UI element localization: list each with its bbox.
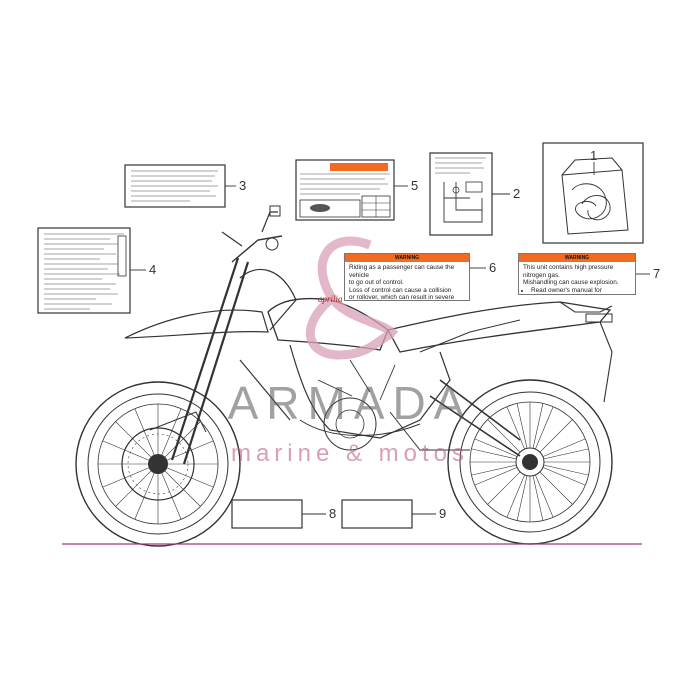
front-fairing [124,269,297,339]
decal-label-3 [124,164,226,208]
warning-7-header: WARNING [519,254,635,262]
decal-label-9 [341,499,413,529]
warning-6-line: or rollover, which can result in severe … [349,294,455,301]
warning-6-line: Loss of control can cause a collision [349,286,452,294]
callout-9: 9 [439,506,447,521]
callout-1: 1 [590,148,598,163]
front-wheel [75,381,241,547]
warning-6-header: WARNING [345,254,469,262]
callout-6: 6 [489,260,497,275]
warning-7-bullets: Read owner's manual for instructions.Do … [523,287,631,294]
warning-7-line: Mishandling can cause explosion. [523,279,619,287]
callout-4: 4 [149,262,157,277]
callout-5: 5 [411,178,419,193]
decal-label-5 [295,159,395,221]
callout-3: 3 [239,178,247,193]
decal-label-4 [37,227,131,314]
callout-7: 7 [653,266,661,281]
warning-6-line: to go out of control. [349,279,404,287]
warning-6-text: Riding as a passenger can cause the vehi… [345,262,469,301]
warning-7-line: This unit contains high pressure nitroge… [523,264,614,279]
warning-label-6: WARNING Riding as a passenger can cause … [344,253,470,301]
decal-label-2 [429,152,493,236]
tank-logo: aprilia [318,294,343,304]
callout-2: 2 [513,186,521,201]
bodywork [239,297,613,457]
warning-7-bullet: Read owner's manual for instructions. [531,287,631,294]
watermark-logo [305,236,399,360]
callout-8: 8 [329,506,337,521]
leader-lines [130,162,650,515]
decal-kit-1 [542,142,644,244]
decal-label-8 [231,499,303,529]
warning-label-7: WARNING This unit contains high pressure… [518,253,636,295]
front-fork [149,205,283,465]
warning-7-text: This unit contains high pressure nitroge… [519,262,635,294]
warning-6-line: Riding as a passenger can cause the vehi… [349,264,455,279]
